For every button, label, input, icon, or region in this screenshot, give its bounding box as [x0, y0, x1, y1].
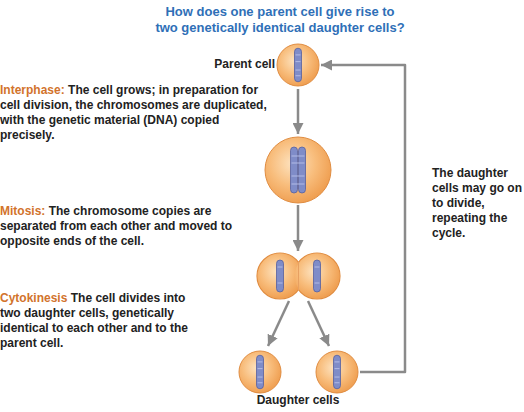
chromatid: [299, 147, 306, 193]
cell-body: [294, 253, 340, 299]
cell: [316, 351, 358, 393]
step-arrow: [297, 205, 300, 251]
step-description: CytokinesisThe cell divides into two dau…: [0, 291, 205, 351]
chromatid: [291, 147, 298, 193]
cell-label: Daughter cells: [236, 393, 360, 408]
chromosome: [257, 355, 264, 389]
cell-body: [239, 351, 281, 393]
diagram-title: How does one parent cell give rise to tw…: [154, 4, 406, 36]
stage-name: Interphase:: [0, 83, 65, 97]
chromosome-band: [335, 382, 340, 383]
chromosome: [314, 260, 321, 292]
step-description: Mitosis:The chromosome copies are separa…: [0, 204, 262, 249]
chromosome-band: [296, 54, 301, 55]
cell: [277, 44, 319, 86]
step-arrow: [308, 301, 329, 346]
cell-label: Parent cell: [205, 57, 275, 72]
chromosome-bands: [292, 156, 305, 184]
cell-body: [316, 351, 358, 393]
dividing-cell: [257, 253, 340, 299]
duplicated-cell: [265, 137, 331, 203]
chromosome-band: [258, 361, 263, 362]
chromosome-band: [335, 361, 340, 362]
cell-node: Daughter cells: [236, 348, 360, 410]
cell-body: [265, 137, 331, 203]
cleavage-furrow: [298, 262, 299, 290]
edge-label: The daughter cells may go on to divide, …: [432, 166, 524, 241]
chromosome-band: [258, 382, 263, 383]
cell: [239, 351, 281, 393]
chromosome-bands: [278, 267, 320, 283]
stage-name: Cytokinesis: [0, 291, 67, 305]
cell-body: [295, 254, 340, 299]
cell-node: Parent cell: [205, 42, 321, 88]
cell-body: [257, 253, 303, 299]
step-arrow: [268, 301, 289, 346]
chromosome-band: [296, 75, 301, 76]
chromosome-band: [335, 377, 340, 378]
cell-body: [277, 44, 319, 86]
chromosome-band: [296, 61, 301, 62]
chromosome: [295, 48, 302, 82]
chromosome: [277, 260, 284, 292]
cycle-arrow: [321, 65, 405, 372]
chromosome-band: [335, 368, 340, 369]
chromosome-band: [258, 368, 263, 369]
step-description: Interphase:The cell grows; in preparatio…: [0, 83, 270, 143]
stage-name: Mitosis:: [0, 204, 45, 218]
step-arrow: [297, 89, 300, 134]
chromosome-band: [296, 70, 301, 71]
cell-body: [258, 254, 303, 299]
chromosome: [334, 355, 341, 389]
chromosome-band: [258, 377, 263, 378]
